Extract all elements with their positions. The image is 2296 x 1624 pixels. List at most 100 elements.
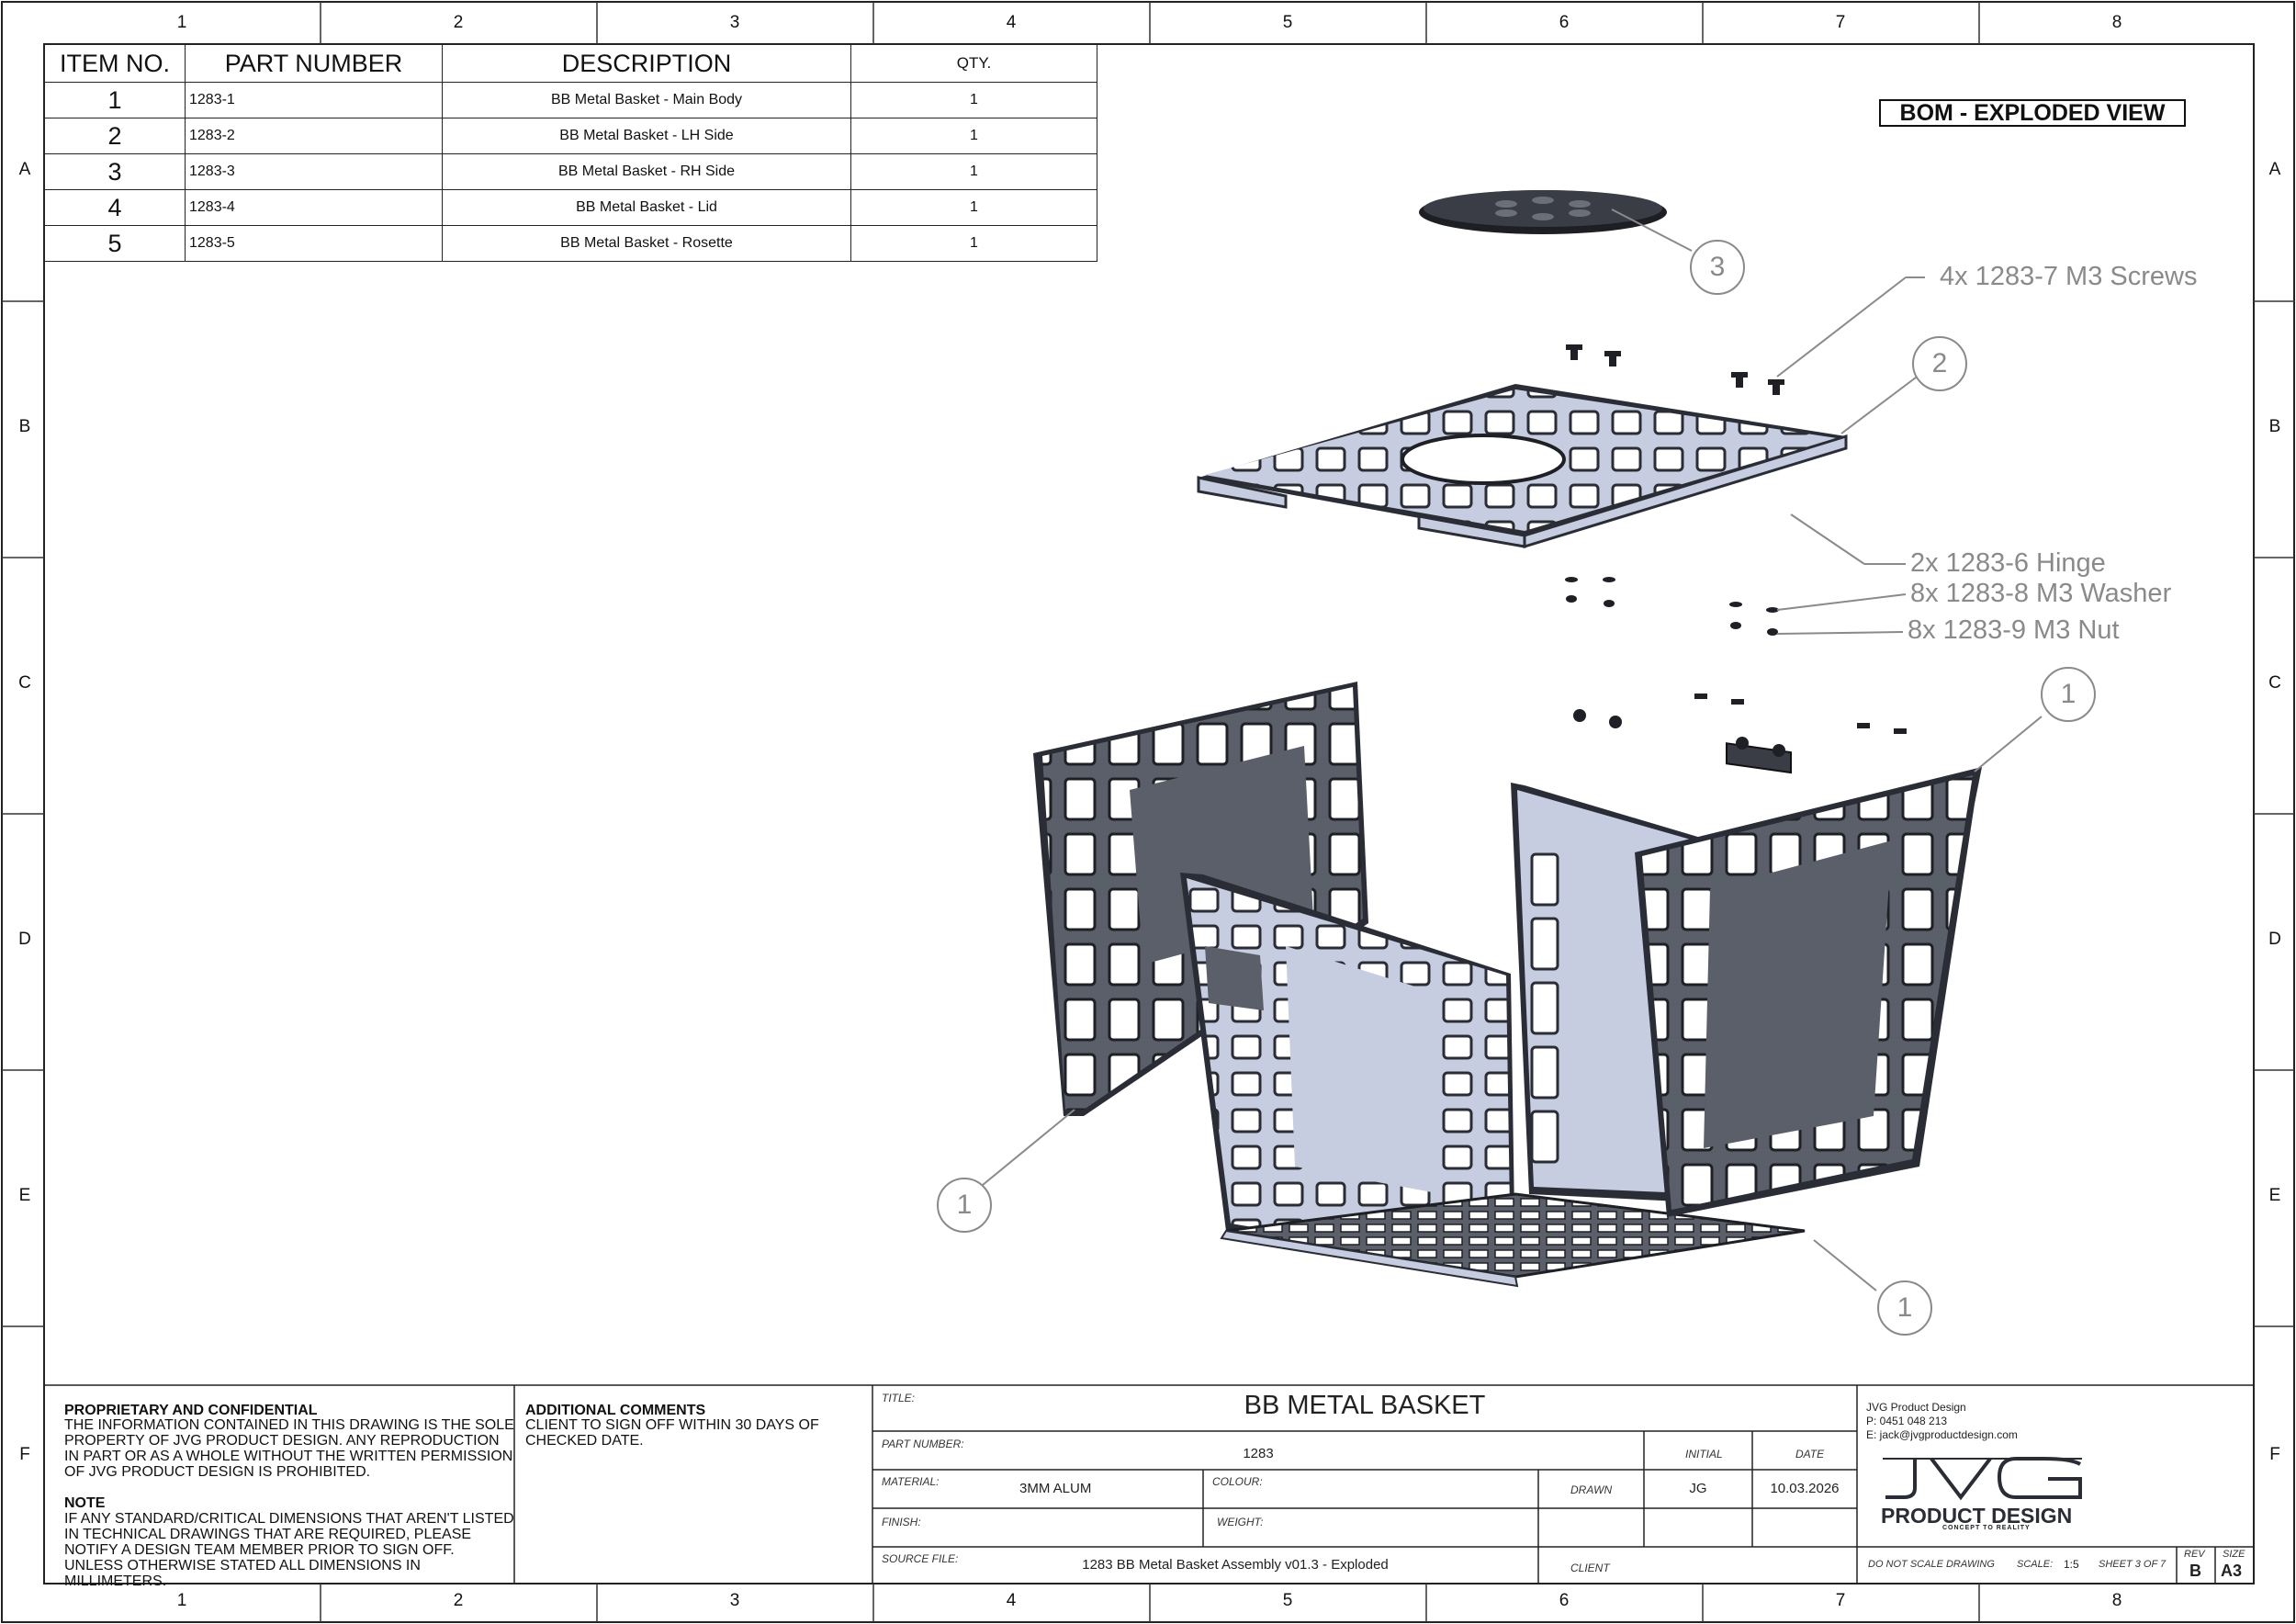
- note-body: IF ANY STANDARD/CRITICAL DIMENSIONS THAT…: [64, 1511, 514, 1589]
- callout-washer: 8x 1283-8 M3 Washer: [1910, 579, 2172, 608]
- bom-part-number: 1283-3: [185, 153, 443, 190]
- main-body-front-panel: [1180, 873, 1515, 1277]
- bom-row: 3 1283-3 BB Metal Basket - RH Side 1: [44, 153, 1097, 190]
- source-file-value: 1283 BB Metal Basket Assembly v01.3 - Ex…: [1082, 1557, 1389, 1573]
- part-number-label: PART NUMBER:: [882, 1438, 964, 1450]
- bom-qty: 1: [850, 189, 1097, 226]
- zone-number: 6: [1559, 13, 1570, 32]
- rh-side-part: [1635, 767, 1982, 1217]
- drawing-title: BB METAL BASKET: [1244, 1391, 1486, 1420]
- bom-table: ITEM NO. PART NUMBER DESCRIPTION QTY. 1 …: [44, 44, 1097, 262]
- size-value: A3: [2221, 1562, 2243, 1580]
- bom-item-no: 2: [44, 118, 186, 154]
- balloon-lh-side: 1: [937, 1178, 992, 1233]
- zone-number: 7: [1835, 13, 1846, 32]
- proprietary-heading: PROPRIETARY AND CONFIDENTIAL: [64, 1403, 318, 1418]
- view-title: BOM - EXPLODED VIEW: [1879, 99, 2186, 127]
- material-label: MATERIAL:: [882, 1475, 940, 1488]
- zone-number: 5: [1282, 1591, 1293, 1610]
- zone-number: 8: [2111, 1591, 2122, 1610]
- bom-header-item: ITEM NO.: [44, 44, 186, 83]
- leader-lines: [982, 209, 2043, 1291]
- zone-letter: C: [18, 673, 31, 693]
- zone-number: 1: [176, 13, 187, 32]
- zone-letter: D: [2268, 930, 2281, 949]
- zone-letter: A: [18, 160, 31, 179]
- bom-row: 2 1283-2 BB Metal Basket - LH Side 1: [44, 118, 1097, 154]
- bom-item-no: 5: [44, 225, 186, 262]
- bom-header-part: PART NUMBER: [185, 44, 443, 83]
- callout-nut: 8x 1283-9 M3 Nut: [1908, 615, 2120, 645]
- balloon-rosette: 3: [1690, 240, 1745, 295]
- weight-label: WEIGHT:: [1217, 1516, 1264, 1528]
- bom-item-no: 1: [44, 82, 186, 118]
- drawn-date: 10.03.2026: [1770, 1481, 1840, 1496]
- bom-description: BB Metal Basket - RH Side: [442, 153, 851, 190]
- zone-letter: C: [2268, 673, 2281, 693]
- company-name: JVG Product Design: [1866, 1401, 1966, 1414]
- zone-letter: B: [18, 417, 31, 436]
- balloon-main-body: 1: [1877, 1280, 1932, 1336]
- company-email: E: jack@jvgproductdesign.com: [1866, 1428, 2018, 1441]
- zone-letter: F: [19, 1445, 30, 1464]
- drawn-initial: JG: [1689, 1481, 1707, 1496]
- size-label: SIZE: [2223, 1549, 2245, 1560]
- bom-qty: 1: [850, 118, 1097, 154]
- do-not-scale-label: DO NOT SCALE DRAWING: [1868, 1559, 1995, 1570]
- bom-part-number: 1283-2: [185, 118, 443, 154]
- source-file-label: SOURCE FILE:: [882, 1552, 959, 1565]
- zone-number: 3: [729, 13, 740, 32]
- bom-description: BB Metal Basket - Lid: [442, 189, 851, 226]
- bom-description: BB Metal Basket - Main Body: [442, 82, 851, 118]
- zone-number: 8: [2111, 13, 2122, 32]
- date-label: DATE: [1795, 1448, 1825, 1460]
- rev-value: B: [2189, 1562, 2201, 1580]
- balloon-rh-side: 1: [2041, 667, 2096, 722]
- finish-label: FINISH:: [882, 1516, 921, 1528]
- zone-letter: A: [2268, 160, 2281, 179]
- proprietary-body: THE INFORMATION CONTAINED IN THIS DRAWIN…: [64, 1417, 514, 1480]
- balloon-lid: 2: [1912, 336, 1967, 391]
- zone-number: 2: [453, 1591, 464, 1610]
- comments-heading: ADDITIONAL COMMENTS: [525, 1403, 706, 1418]
- logo-tagline: CONCEPT TO REALITY: [1942, 1525, 2031, 1531]
- bom-header-row: ITEM NO. PART NUMBER DESCRIPTION QTY.: [44, 44, 1097, 83]
- scale-value: 1:5: [2064, 1558, 2079, 1571]
- title-label: TITLE:: [882, 1392, 916, 1404]
- bom-description: BB Metal Basket - Rosette: [442, 225, 851, 262]
- client-label: CLIENT: [1570, 1562, 1610, 1574]
- rosette-part: [1419, 190, 1667, 234]
- company-phone: P: 0451 048 213: [1866, 1415, 1948, 1427]
- bom-row: 5 1283-5 BB Metal Basket - Rosette 1: [44, 225, 1097, 262]
- zone-letter: B: [2268, 417, 2281, 436]
- jvg-logo-icon: [1883, 1457, 2082, 1501]
- zone-letter: E: [2268, 1186, 2281, 1205]
- bom-qty: 1: [850, 225, 1097, 262]
- zone-letter: E: [18, 1186, 31, 1205]
- rev-label: REV: [2184, 1549, 2205, 1560]
- zone-number: 2: [453, 13, 464, 32]
- lid-part: [1197, 384, 1848, 774]
- note-heading: NOTE: [64, 1495, 106, 1511]
- bom-row: 4 1283-4 BB Metal Basket - Lid 1: [44, 189, 1097, 226]
- comments-body: CLIENT TO SIGN OFF WITHIN 30 DAYS OF CHE…: [525, 1417, 819, 1449]
- part-number-value: 1283: [1243, 1446, 1274, 1461]
- bom-qty: 1: [850, 153, 1097, 190]
- fasteners: [1565, 344, 1907, 757]
- callout-hinge: 2x 1283-6 Hinge: [1910, 548, 2106, 578]
- zone-letter: F: [2269, 1445, 2280, 1464]
- sheet-value: SHEET 3 OF 7: [2099, 1559, 2167, 1570]
- bom-part-number: 1283-5: [185, 225, 443, 262]
- scale-label: SCALE:: [2017, 1559, 2054, 1570]
- zone-number: 7: [1835, 1591, 1846, 1610]
- material-value: 3MM ALUM: [1019, 1481, 1092, 1496]
- bom-row: 1 1283-1 BB Metal Basket - Main Body 1: [44, 82, 1097, 118]
- zone-number: 4: [1006, 13, 1017, 32]
- colour-label: COLOUR:: [1212, 1475, 1263, 1488]
- bom-description: BB Metal Basket - LH Side: [442, 118, 851, 154]
- zone-number: 6: [1559, 1591, 1570, 1610]
- initial-label: INITIAL: [1685, 1448, 1723, 1460]
